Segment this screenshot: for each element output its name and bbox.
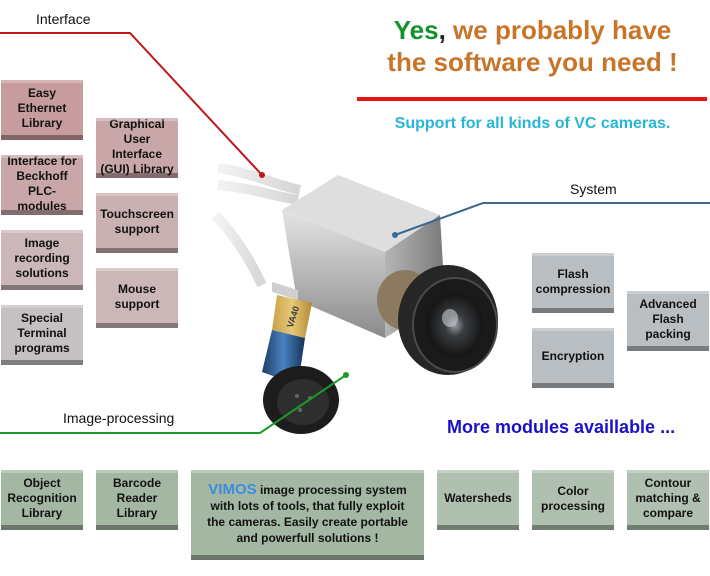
headline-yes: Yes: [393, 15, 439, 45]
interface-connector-line: [0, 32, 263, 176]
headline-line1: we probably have: [445, 15, 672, 45]
module-text: Library: [116, 506, 158, 520]
module-text: Graphical: [109, 116, 165, 131]
module-text: Easy: [27, 86, 57, 100]
image-processing-connector-dot: [343, 372, 349, 378]
module-text: Touchscreen: [100, 206, 174, 221]
module-encryption[interactable]: Encryption: [532, 328, 614, 388]
module-text: Special: [20, 311, 63, 325]
module-text: support: [114, 221, 160, 236]
system-connector-line: [394, 202, 710, 236]
module-text: Advanced: [639, 297, 697, 311]
module-text: Contour: [644, 476, 692, 490]
image-processing-connector-line: [0, 374, 347, 434]
camera-cables: [211, 163, 302, 288]
module-text: Object: [23, 476, 61, 490]
module-text: programs: [14, 341, 70, 355]
module-text: User Interface: [111, 131, 163, 161]
module-text: Library: [21, 116, 63, 130]
module-text: Ethernet: [17, 101, 67, 115]
more-modules-link[interactable]: More modules availlable ...: [447, 417, 676, 437]
module-text: Reader: [116, 491, 158, 505]
module-text: Barcode: [112, 476, 162, 490]
cylinder-camera: VA40: [262, 282, 339, 434]
headline: Yes, we probably have the software you n…: [355, 14, 710, 78]
module-text: Watersheds: [444, 491, 512, 505]
subline: Support for all kinds of VC cameras.: [394, 115, 671, 132]
module-text: with lots of tools, that fully exploit: [210, 498, 405, 513]
box-camera: [282, 175, 498, 375]
module-text: Image: [24, 236, 60, 250]
headline-line2: the software you need !: [387, 47, 678, 77]
module-text: recording: [14, 251, 70, 265]
section-label-image-processing: Image-processing: [63, 410, 175, 426]
module-text: PLC-modules: [17, 183, 67, 213]
section-label-system: System: [570, 181, 617, 197]
system-connector-dot: [392, 232, 398, 238]
section-label-interface: Interface: [36, 11, 91, 27]
module-text: the cameras. Easily create portable: [207, 514, 408, 529]
module-text: (GUI) Library: [100, 161, 174, 176]
module-text: Flash: [557, 266, 589, 281]
module-text: Mouse: [117, 281, 156, 296]
module-text: Beckhoff: [16, 168, 68, 183]
module-text: and powerfull solutions !: [236, 530, 379, 545]
module-text: compare: [642, 506, 694, 520]
headline-divider: [357, 97, 707, 101]
interface-connector-dot: [259, 172, 265, 178]
module-text: Library: [21, 506, 63, 520]
module-text: processing: [540, 498, 606, 513]
module-text: packing: [645, 327, 691, 341]
headline-comma: ,: [438, 15, 446, 45]
module-text: Interface for: [7, 153, 77, 168]
module-text: solutions: [15, 266, 69, 280]
module-watersheds[interactable]: Watersheds: [437, 470, 519, 530]
module-text: matching &: [635, 491, 701, 505]
module-text: Encryption: [541, 349, 605, 363]
module-text: image processing system: [256, 482, 407, 497]
module-text: Flash: [652, 312, 684, 326]
module-text: compression: [535, 281, 611, 296]
module-vimos-image-processing[interactable]: VIMOS image processing system with lots …: [191, 470, 424, 560]
module-text: support: [114, 296, 160, 311]
module-text: Terminal: [17, 326, 67, 340]
vimos-brand: VIMOS: [208, 480, 257, 498]
module-text: Recognition: [7, 491, 77, 505]
module-text: Color: [557, 483, 589, 498]
